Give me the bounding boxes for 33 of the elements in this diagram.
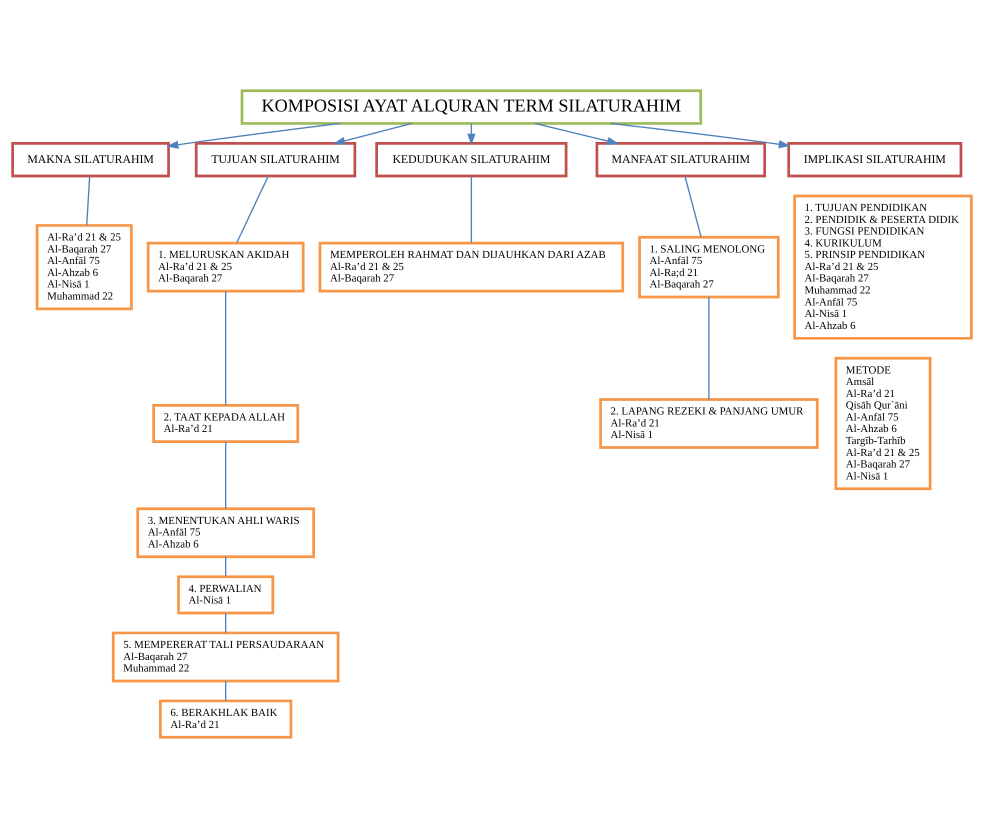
node-box: KOMPOSISI AYAT ALQURAN TERM SILATURAHIM bbox=[240, 89, 702, 125]
connector bbox=[236, 176, 268, 244]
node-box: 2. LAPANG REZEKI & PANJANG UMUR Al-Ra’d 21 Al-Nisā 1 bbox=[598, 398, 818, 449]
connector bbox=[224, 556, 226, 576]
arrow bbox=[332, 122, 412, 145]
connector bbox=[224, 681, 226, 701]
node-box: 5. MEMPERERAT TALI PERSAUDARAAN Al-Baqarah 27 Muhammad 22 bbox=[111, 632, 339, 682]
node-box: IMPLIKASI SILATURAHIM bbox=[786, 142, 962, 178]
node-box: 4. PERWALIAN Al-Nisā 1 bbox=[176, 575, 274, 614]
node-box: TUJUAN SILATURAHIM bbox=[194, 142, 356, 178]
arrow bbox=[466, 124, 475, 146]
node-box: Al-Ra’d 21 & 25 Al-Baqarah 27 Al-Anfāl 75 Al-Ahzab 6 Al-Nisā 1 Muhammad 22 bbox=[35, 224, 132, 310]
arrow bbox=[534, 122, 619, 146]
node-box: 1. MELURUSKAN AKIDAH Al-Ra’d 21 & 25 Al-Baqarah 27 bbox=[146, 242, 304, 293]
node-box: 6. BERAKHLAK BAIK Al-Ra’d 21 bbox=[158, 700, 292, 739]
node-box: 3. MENENTUKAN AHLI WARIS Al-Anfāl 75 Al-Ahzab 6 bbox=[136, 507, 314, 558]
connector bbox=[224, 442, 226, 509]
node-box: 1. SALING MENOLONG Al-Anfāl 75 Al-Ra;d 21 Al-Baqarah 27 bbox=[638, 236, 780, 298]
node-box: MANFAAT SILATURAHIM bbox=[595, 142, 766, 178]
node-box: 2. TAAT KEPADA ALLAH Al-Ra’d 21 bbox=[152, 404, 299, 443]
node-box: METODE Amsāl Al-Ra’d 21 Qisāh Qur`āni Al-Anfāl 75 Al-Ahzab 6 Targīb-Tarhīb Al-Ra’d 21 & 25 Al-Baqarah 27 Al-Nisā 1 bbox=[834, 356, 931, 490]
node-box: 1. TUJUAN PENDIDIKAN 2. PENDIDIK & PESERTA DIDIK 3. FUNGSI PENDIDIKAN 4. KURIKULUM 5. PRINSIP PENDIDIKAN Al-Ra’d 21 & 25 Al-Baqarah 27 Muhammad 22 Al-Anfāl 75 Al-Nisā 1 Al-Ahzab 6 bbox=[792, 194, 972, 340]
node-box: KEDUDUKAN SILATURAHIM bbox=[374, 142, 567, 178]
connector bbox=[708, 297, 710, 400]
node-box: MAKNA SILATURAHIM bbox=[10, 142, 170, 178]
connector bbox=[224, 291, 226, 406]
connector bbox=[470, 176, 472, 243]
connector bbox=[86, 176, 90, 226]
arrow bbox=[166, 122, 340, 149]
connector bbox=[224, 613, 226, 633]
arrow bbox=[610, 122, 790, 148]
connector bbox=[684, 176, 702, 238]
node-box: MEMPEROLEH RAHMAT DAN DIJAUHKAN DARI AZAB Al-Ra’d 21 & 25 Al-Baqarah 27 bbox=[318, 242, 624, 293]
